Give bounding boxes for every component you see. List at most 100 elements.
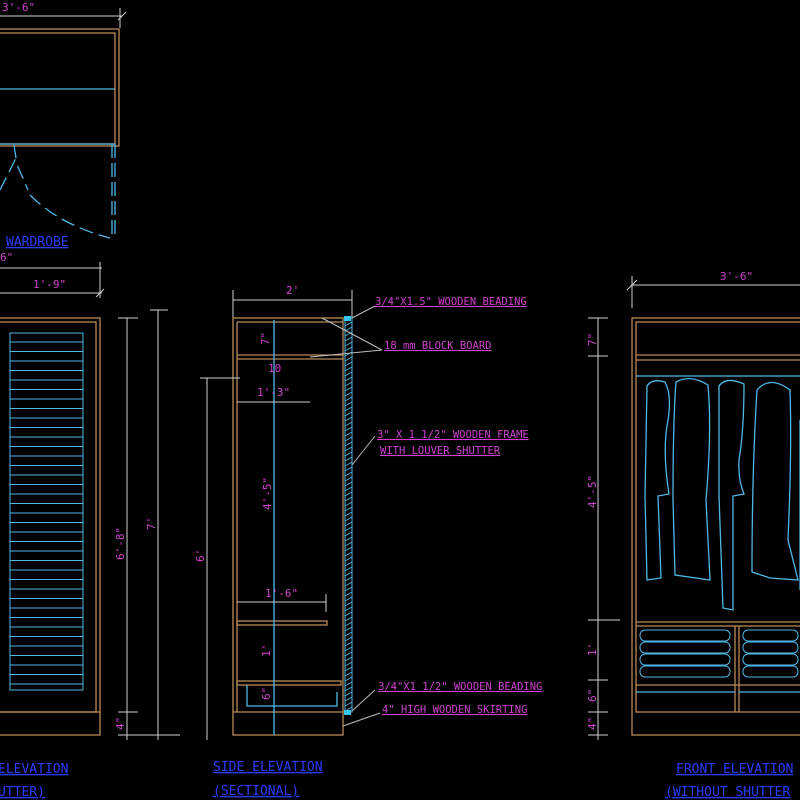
front-dim-ticks — [588, 317, 620, 736]
hatch-line — [344, 356, 353, 362]
hatch-line — [344, 376, 353, 382]
hatch-line — [344, 511, 353, 517]
hatch-line — [344, 646, 353, 652]
hatch-line — [344, 686, 353, 692]
hatch-line — [344, 551, 353, 557]
folded-garment — [742, 641, 799, 654]
wardrobe-plan: 3'-6" WARDROBE 6" — [0, 1, 127, 264]
plan-width-dim: 3'-6" — [2, 1, 35, 14]
hatch-line — [344, 466, 353, 472]
folded-garment — [639, 665, 731, 678]
folded-garment — [639, 629, 731, 642]
hatch-line — [344, 426, 353, 432]
hatch-line — [344, 601, 353, 607]
hatch-line — [344, 361, 353, 367]
hatch-line — [344, 436, 353, 442]
hatch-line — [344, 366, 353, 372]
side-inner-width-dim: 1'-3" — [257, 386, 290, 399]
folded-clothes — [639, 629, 799, 678]
hatch-line — [344, 696, 353, 702]
left-title-2: UTTER) — [0, 785, 45, 800]
hatch-line — [344, 506, 353, 512]
hatch-line — [344, 606, 353, 612]
folded-garment — [742, 653, 799, 666]
hanging-clothes — [644, 378, 800, 611]
louver-panel — [9, 332, 84, 691]
hatch-line — [344, 526, 353, 532]
side-drawer-dim: 6" — [260, 687, 273, 700]
side-hang-dim: 4'-5" — [261, 477, 274, 510]
folded-garment — [742, 665, 799, 678]
hatch-line — [344, 406, 353, 412]
hatch-line — [344, 531, 353, 537]
hatch-line — [344, 556, 353, 562]
hatch-line — [344, 626, 353, 632]
hatch-line — [344, 546, 353, 552]
left-height-dim-2: 7' — [145, 517, 158, 530]
note-frame: 3" X 1 1/2" WOODEN FRAME — [377, 429, 529, 441]
side-elevation: 2' 7" 10 1'-3" 4'-5" 6' 1'-6" 1' 6" — [194, 284, 542, 799]
hatch-line — [344, 441, 353, 447]
left-skirting-dim: 4" — [114, 717, 127, 730]
hatch-line — [344, 451, 353, 457]
hatch-line — [344, 691, 353, 697]
hatch-line — [344, 536, 353, 542]
side-width-dim: 2' — [286, 284, 299, 297]
hatch-line — [344, 656, 353, 662]
hatch-line — [344, 476, 353, 482]
note-beading-top: 3/4"X1.5" WOODEN BEADING — [375, 296, 527, 308]
hatch-line — [344, 416, 353, 422]
hatch-line — [344, 371, 353, 377]
hatch-line — [344, 321, 353, 327]
folded-garment — [639, 641, 731, 654]
hatch-line — [344, 561, 353, 567]
front-dim-hang: 4'-5" — [586, 475, 599, 508]
hatch-line — [344, 381, 353, 387]
hatch-line — [344, 516, 353, 522]
hatch-line — [344, 411, 353, 417]
note-louver: WITH LOUVER SHUTTER — [380, 445, 501, 457]
note-beading-bottom: 3/4"X1 1/2" WOODEN BEADING — [378, 681, 542, 693]
hatch-line — [344, 461, 353, 467]
hatch-line — [344, 636, 353, 642]
hatch-line — [344, 486, 353, 492]
hatch-line — [344, 496, 353, 502]
hatch-line — [344, 701, 353, 707]
front-width-dim: 3'-6" — [720, 270, 753, 283]
hatch-line — [344, 581, 353, 587]
hatch-line — [344, 456, 353, 462]
front-title-1: FRONT ELEVATION — [676, 762, 793, 777]
left-title-1: ELEVATION — [0, 762, 68, 777]
hatch-line — [344, 481, 353, 487]
hatch-line — [344, 661, 353, 667]
hatch-line — [344, 501, 353, 507]
hatch-line — [344, 671, 353, 677]
hatch-line — [344, 401, 353, 407]
plan-title: WARDROBE — [6, 235, 69, 250]
side-title-2: (SECTIONAL) — [213, 784, 299, 799]
hatch-line — [344, 591, 353, 597]
front-dim-shelf: 1' — [586, 643, 599, 656]
hatch-line — [344, 676, 353, 682]
hatch-line — [344, 621, 353, 627]
hatch-line — [344, 396, 353, 402]
side-shelf-dim: 1' — [260, 644, 273, 657]
left-width-dim: 1'-9" — [33, 278, 66, 291]
side-overall-dim: 6' — [194, 549, 207, 562]
hatch-line — [344, 611, 353, 617]
side-small-dim: 10 — [268, 362, 281, 375]
hatch-line — [344, 571, 353, 577]
side-shelf-width-dim: 1'-6" — [265, 587, 298, 600]
louver-shutter — [9, 332, 84, 691]
hatch-line — [344, 386, 353, 392]
front-dim-top: 7" — [586, 333, 599, 346]
hatch-line — [344, 596, 353, 602]
hatch-line — [344, 336, 353, 342]
shutter-elevation: 1'-9" 6'-8" 7' 4" ELEVATION UTTER) — [0, 262, 180, 800]
front-dim-drawer: 6" — [586, 689, 599, 702]
front-dim-skirting: 4" — [586, 717, 599, 730]
hatch-line — [344, 541, 353, 547]
hatch-line — [344, 471, 353, 477]
hatch-line — [344, 631, 353, 637]
